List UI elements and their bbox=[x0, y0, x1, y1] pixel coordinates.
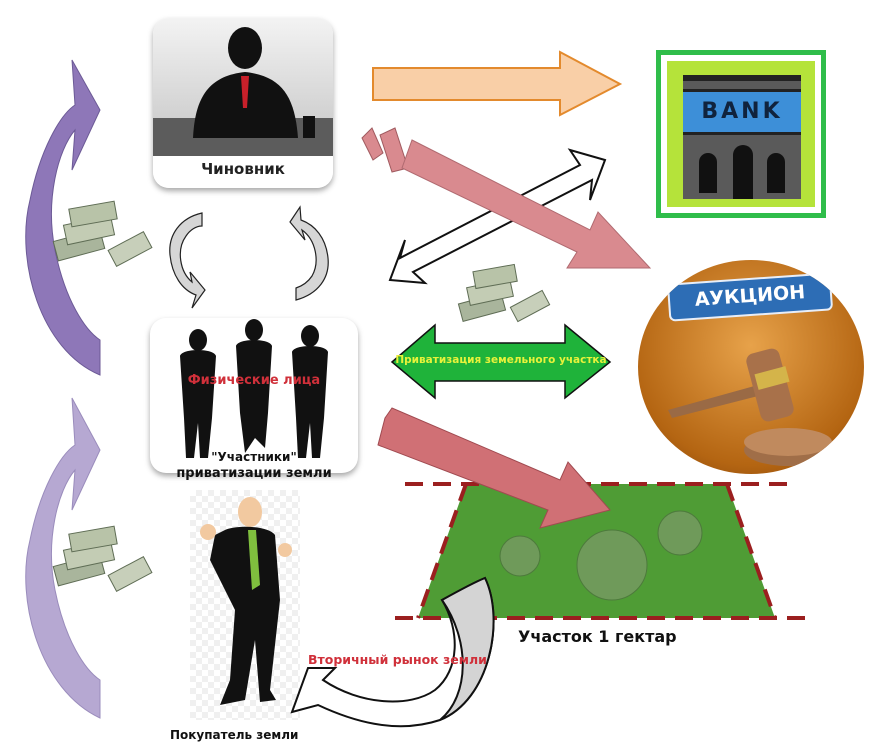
money-icon bbox=[52, 525, 153, 593]
auction-icon: АУКЦИОН bbox=[638, 260, 864, 474]
buyer-label: Покупатель земли bbox=[170, 728, 299, 742]
money-icon bbox=[457, 263, 551, 323]
red-arrow-to-auction bbox=[361, 127, 652, 269]
red-arrow-to-plot bbox=[377, 407, 611, 529]
purple-arrow-top bbox=[25, 59, 101, 376]
buyer-figure bbox=[190, 490, 300, 720]
secondary-market-label: Вторичный рынок земли bbox=[308, 652, 487, 667]
participants-overlay-label: Физические лица bbox=[187, 373, 321, 388]
gavel-icon bbox=[668, 348, 832, 466]
double-arrow-bank-auction bbox=[388, 148, 607, 285]
privatization-label: Приватизация земельного участка bbox=[395, 354, 607, 366]
bush bbox=[576, 529, 648, 601]
official-card: Чиновник bbox=[153, 18, 333, 188]
buyer-silhouette bbox=[200, 497, 292, 705]
money-icon bbox=[52, 200, 153, 268]
bank-sign: BANK bbox=[683, 89, 801, 135]
bank-icon: BANK bbox=[656, 50, 826, 218]
bush bbox=[499, 535, 541, 577]
official-label: Чиновник bbox=[201, 160, 285, 178]
bank-building: BANK bbox=[683, 75, 801, 199]
purple-arrow-bottom bbox=[25, 397, 101, 719]
official-silhouette bbox=[193, 27, 315, 138]
people-silhouettes bbox=[180, 319, 328, 458]
bush bbox=[657, 510, 703, 556]
participants-caption-line1: "Участники" bbox=[211, 450, 297, 464]
bank-label: BANK bbox=[701, 99, 783, 124]
circular-arrow-left bbox=[169, 212, 206, 309]
participants-card: Физические лица "Участники" bbox=[150, 318, 358, 473]
participants-caption-line2: приватизации земли bbox=[176, 466, 332, 481]
circular-arrow-right bbox=[289, 205, 329, 301]
plot-label: Участок 1 гектар bbox=[518, 627, 677, 646]
